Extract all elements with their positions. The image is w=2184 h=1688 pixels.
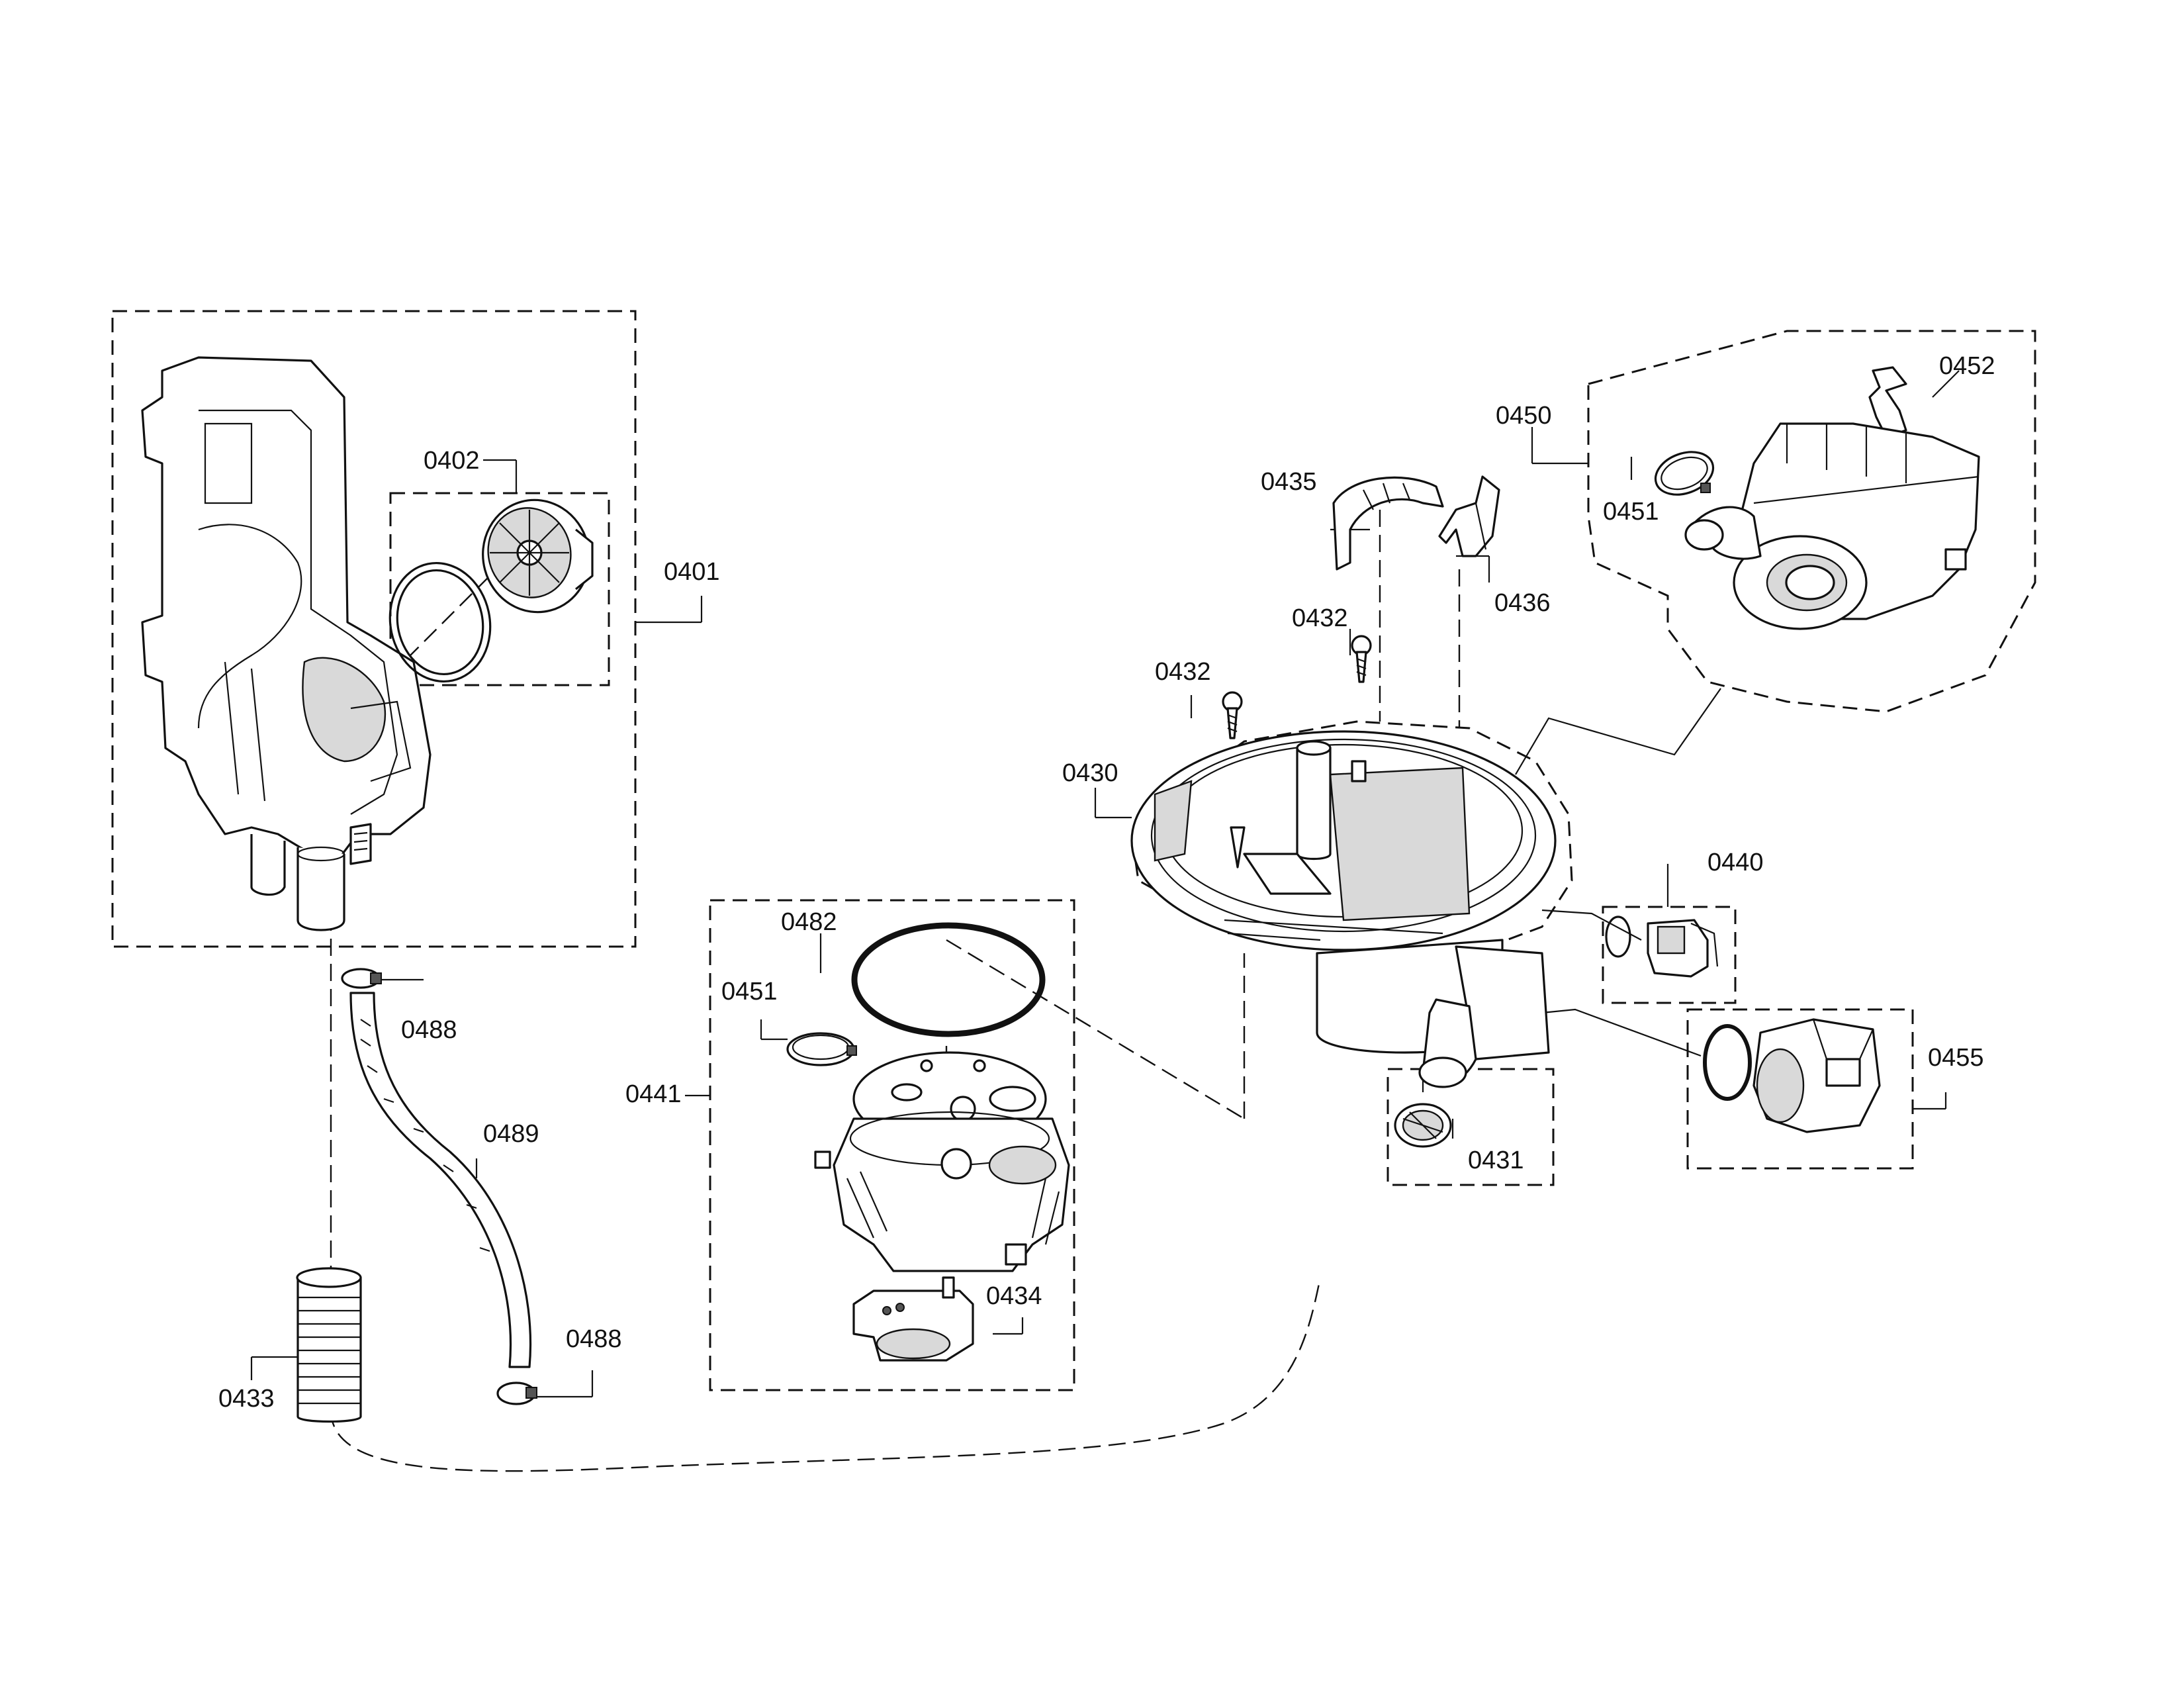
- part-0455-module: [1752, 1018, 1881, 1133]
- group-box-0431: [1387, 1068, 1555, 1186]
- label-0489: 0489: [483, 1120, 539, 1148]
- part-0452-bracket: [1868, 366, 1907, 438]
- label-0482: 0482: [781, 908, 837, 936]
- label-0488-top: 0488: [401, 1016, 457, 1044]
- label-0455: 0455: [1928, 1044, 1984, 1072]
- assembly-line-drain-hose: [330, 1277, 1322, 1472]
- assembly-line-0435: [1541, 909, 1642, 941]
- label-0452: 0452: [1939, 352, 1995, 380]
- label-0432-right: 0432: [1292, 604, 1348, 632]
- part-0435-sensor: [1647, 919, 1719, 978]
- label-0430: 0430: [1062, 759, 1118, 787]
- part-0430-sump: [1130, 730, 1557, 1088]
- label-0436: 0433: [218, 1385, 275, 1413]
- assembly-line-0455: [1541, 1008, 1702, 1057]
- label-0434: 0436: [1494, 589, 1551, 617]
- label-0488-bottom: 0488: [566, 1325, 622, 1353]
- label-0441: 0434: [986, 1282, 1042, 1310]
- group-outline-0450: [1587, 330, 2036, 713]
- assembly-line-0402-ring: [410, 575, 490, 656]
- part-0450-pump: [1684, 422, 1980, 630]
- assembly-line-0440-seal: [946, 939, 1245, 1120]
- part-0455-oring: [1703, 1024, 1752, 1101]
- label-0402: 0402: [424, 447, 480, 475]
- label-0451-left: 0451: [721, 978, 778, 1006]
- part-0441-diverter-motor: [852, 1276, 974, 1362]
- assembly-line-0450: [1515, 688, 1721, 775]
- part-0436-corrugated-hose: [296, 1267, 362, 1423]
- part-0489-hose: [349, 992, 532, 1368]
- part-0488-clamp-bottom: [496, 1382, 537, 1405]
- label-0451-right: 0451: [1603, 498, 1659, 526]
- label-0433: 0435: [1261, 468, 1317, 496]
- label-0435: 0440: [1707, 849, 1764, 876]
- part-0401-housing: [141, 356, 432, 931]
- group-box-0435: [1602, 906, 1737, 1004]
- part-0488-clamp-top: [341, 968, 382, 989]
- label-0450: 0450: [1496, 402, 1552, 430]
- label-0432-left: 0432: [1155, 658, 1211, 686]
- leader-0452: [1932, 370, 1960, 398]
- part-0482-seal-ring: [851, 922, 1046, 1037]
- part-0451-hose-clamp-right: [1654, 451, 1715, 496]
- label-0431: 0431: [1468, 1147, 1524, 1174]
- part-0434-bracket: [1438, 475, 1500, 557]
- group-box-0455: [1686, 1008, 1914, 1170]
- part-0402-gasket: [388, 561, 492, 683]
- part-0431-check-valve: [1394, 1103, 1452, 1148]
- part-0402-valve-cap: [482, 498, 594, 614]
- label-0440: 0441: [625, 1080, 682, 1108]
- group-box-0440: [709, 899, 1075, 1391]
- part-0435-oring: [1605, 915, 1631, 958]
- group-box-0401: [111, 310, 637, 948]
- part-0451-hose-clamp-left: [786, 1032, 857, 1066]
- label-0401: 0401: [664, 558, 720, 586]
- part-0432-screw-right: [1351, 635, 1372, 683]
- part-0432-screw-left: [1222, 691, 1243, 739]
- part-0440-diverter-housing: [814, 1111, 1070, 1272]
- part-0433-clip: [1332, 476, 1444, 571]
- group-outline-0430: [1130, 720, 1573, 955]
- group-box-0402: [389, 492, 610, 686]
